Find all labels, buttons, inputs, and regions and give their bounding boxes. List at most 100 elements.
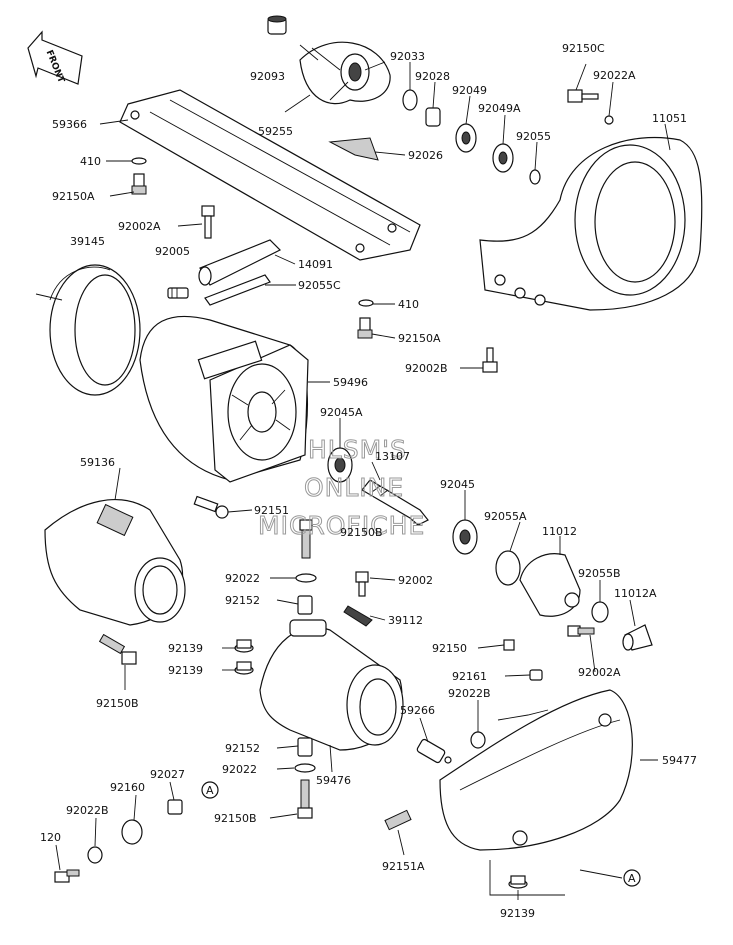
svg-text:ONLINE: ONLINE (304, 473, 404, 502)
bolt-92150b-bottom (297, 779, 313, 819)
o-ring-92055a (495, 550, 521, 586)
label-120: 120 (40, 831, 61, 844)
front-arrow-icon: FRONT (27, 30, 83, 85)
svg-text:HLSM'S: HLSM'S (308, 435, 407, 464)
bolt-92002a (201, 205, 215, 239)
label-92160: 92160 (110, 781, 145, 794)
fitting-part (167, 287, 189, 299)
bolt-92150a (131, 173, 147, 195)
label-92055: 92055 (516, 130, 551, 143)
label-59496: 59496 (333, 376, 368, 389)
spacer-part (425, 107, 441, 127)
label-92150: 92150 (432, 642, 467, 655)
label-59477: 59477 (662, 754, 697, 767)
label-92033: 92033 (390, 50, 425, 63)
bushing-92160 (121, 819, 143, 845)
label-410: 410 (80, 155, 101, 168)
label-59255: 59255 (258, 125, 293, 138)
gasket-part (204, 274, 271, 306)
cap-part (267, 15, 287, 35)
label-92045a: 92045A (320, 406, 363, 419)
label-410-b: 410 (398, 298, 419, 311)
bushing-92139-c (508, 875, 528, 889)
collar-92027 (167, 799, 183, 815)
washer-92022-b (294, 763, 316, 773)
callout-a-left: A (201, 781, 219, 799)
label-92150a: 92150A (52, 190, 95, 203)
bolt-92151 (193, 495, 229, 519)
bolt-92151a (384, 809, 412, 831)
bolt-92002a-b (567, 625, 595, 637)
pump-case-part (479, 136, 703, 311)
circlip-part (402, 89, 418, 111)
label-92002a-b: 92002A (578, 666, 621, 679)
cap-11012-part (519, 553, 581, 617)
cover-part (198, 239, 282, 286)
label-92152: 92152 (225, 594, 260, 607)
bushing-92161 (529, 669, 543, 681)
label-59476: 59476 (316, 774, 351, 787)
label-92022b-b: 92022B (66, 804, 109, 817)
label-92022b: 92022B (448, 687, 491, 700)
washer-92022b-left (87, 846, 103, 864)
label-11051: 11051 (652, 112, 687, 125)
label-92139-b: 92139 (168, 664, 203, 677)
bolt-92150c (567, 89, 599, 103)
label-92022: 92022 (225, 572, 260, 585)
label-92151a: 92151A (382, 860, 425, 873)
label-92150b-b: 92150B (96, 697, 139, 710)
label-92002b: 92002B (405, 362, 448, 375)
leader-lines (35, 44, 671, 900)
liner-ring-part (49, 264, 141, 396)
label-59366: 59366 (52, 118, 87, 131)
label-14091: 14091 (298, 258, 333, 271)
cap-11012a-part (622, 624, 653, 651)
label-92093: 92093 (250, 70, 285, 83)
label-92151: 92151 (254, 504, 289, 517)
label-92026: 92026 (408, 149, 443, 162)
label-92139-a: 92139 (168, 642, 203, 655)
bracket-39112 (343, 605, 373, 627)
label-39112: 39112 (388, 614, 423, 627)
bolt-120 (54, 869, 80, 883)
impeller-part (299, 41, 391, 105)
bushing-92139-b (234, 661, 254, 675)
label-92150b: 92150B (340, 526, 383, 539)
stopper-part (328, 137, 379, 161)
label-59266: 59266 (400, 704, 435, 717)
washer-410 (131, 157, 147, 165)
label-92055c: 92055C (298, 279, 341, 292)
label-92022-b: 92022 (222, 763, 257, 776)
svg-text:MICROFICHE: MICROFICHE (258, 511, 425, 540)
label-92005: 92005 (155, 245, 190, 258)
svg-text:A: A (206, 784, 214, 797)
reverse-bucket-part (439, 689, 633, 851)
collar-92152 (297, 595, 313, 615)
shaft-part (361, 479, 429, 526)
label-92150c: 92150C (562, 42, 605, 55)
o-ring-92055b (591, 601, 609, 623)
lever-59266 (416, 738, 452, 764)
label-92150b-c: 92150B (214, 812, 257, 825)
bolt-92002 (355, 571, 369, 597)
label-92139-c: 92139 (500, 907, 535, 920)
label-92045: 92045 (440, 478, 475, 491)
pump-plate-part (119, 89, 421, 261)
label-92022a: 92022A (593, 69, 636, 82)
o-ring-part (529, 169, 541, 185)
label-92161: 92161 (452, 670, 487, 683)
washer-92022b-right (470, 731, 486, 749)
washer-92022a (604, 115, 614, 125)
washer-92022 (295, 573, 317, 583)
steering-nozzle-part (259, 619, 404, 751)
outlet-nozzle-part (44, 499, 186, 626)
part-labels: 92093 59255 92033 92028 92049 92049A 920… (40, 42, 697, 920)
bolt-92150b-top (299, 519, 313, 559)
callout-a-right: A (623, 869, 641, 887)
collar-92152-b (297, 737, 313, 757)
label-13107: 13107 (375, 450, 410, 463)
washer-410-b (358, 299, 374, 307)
label-92049a: 92049A (478, 102, 521, 115)
label-59136: 59136 (80, 456, 115, 469)
